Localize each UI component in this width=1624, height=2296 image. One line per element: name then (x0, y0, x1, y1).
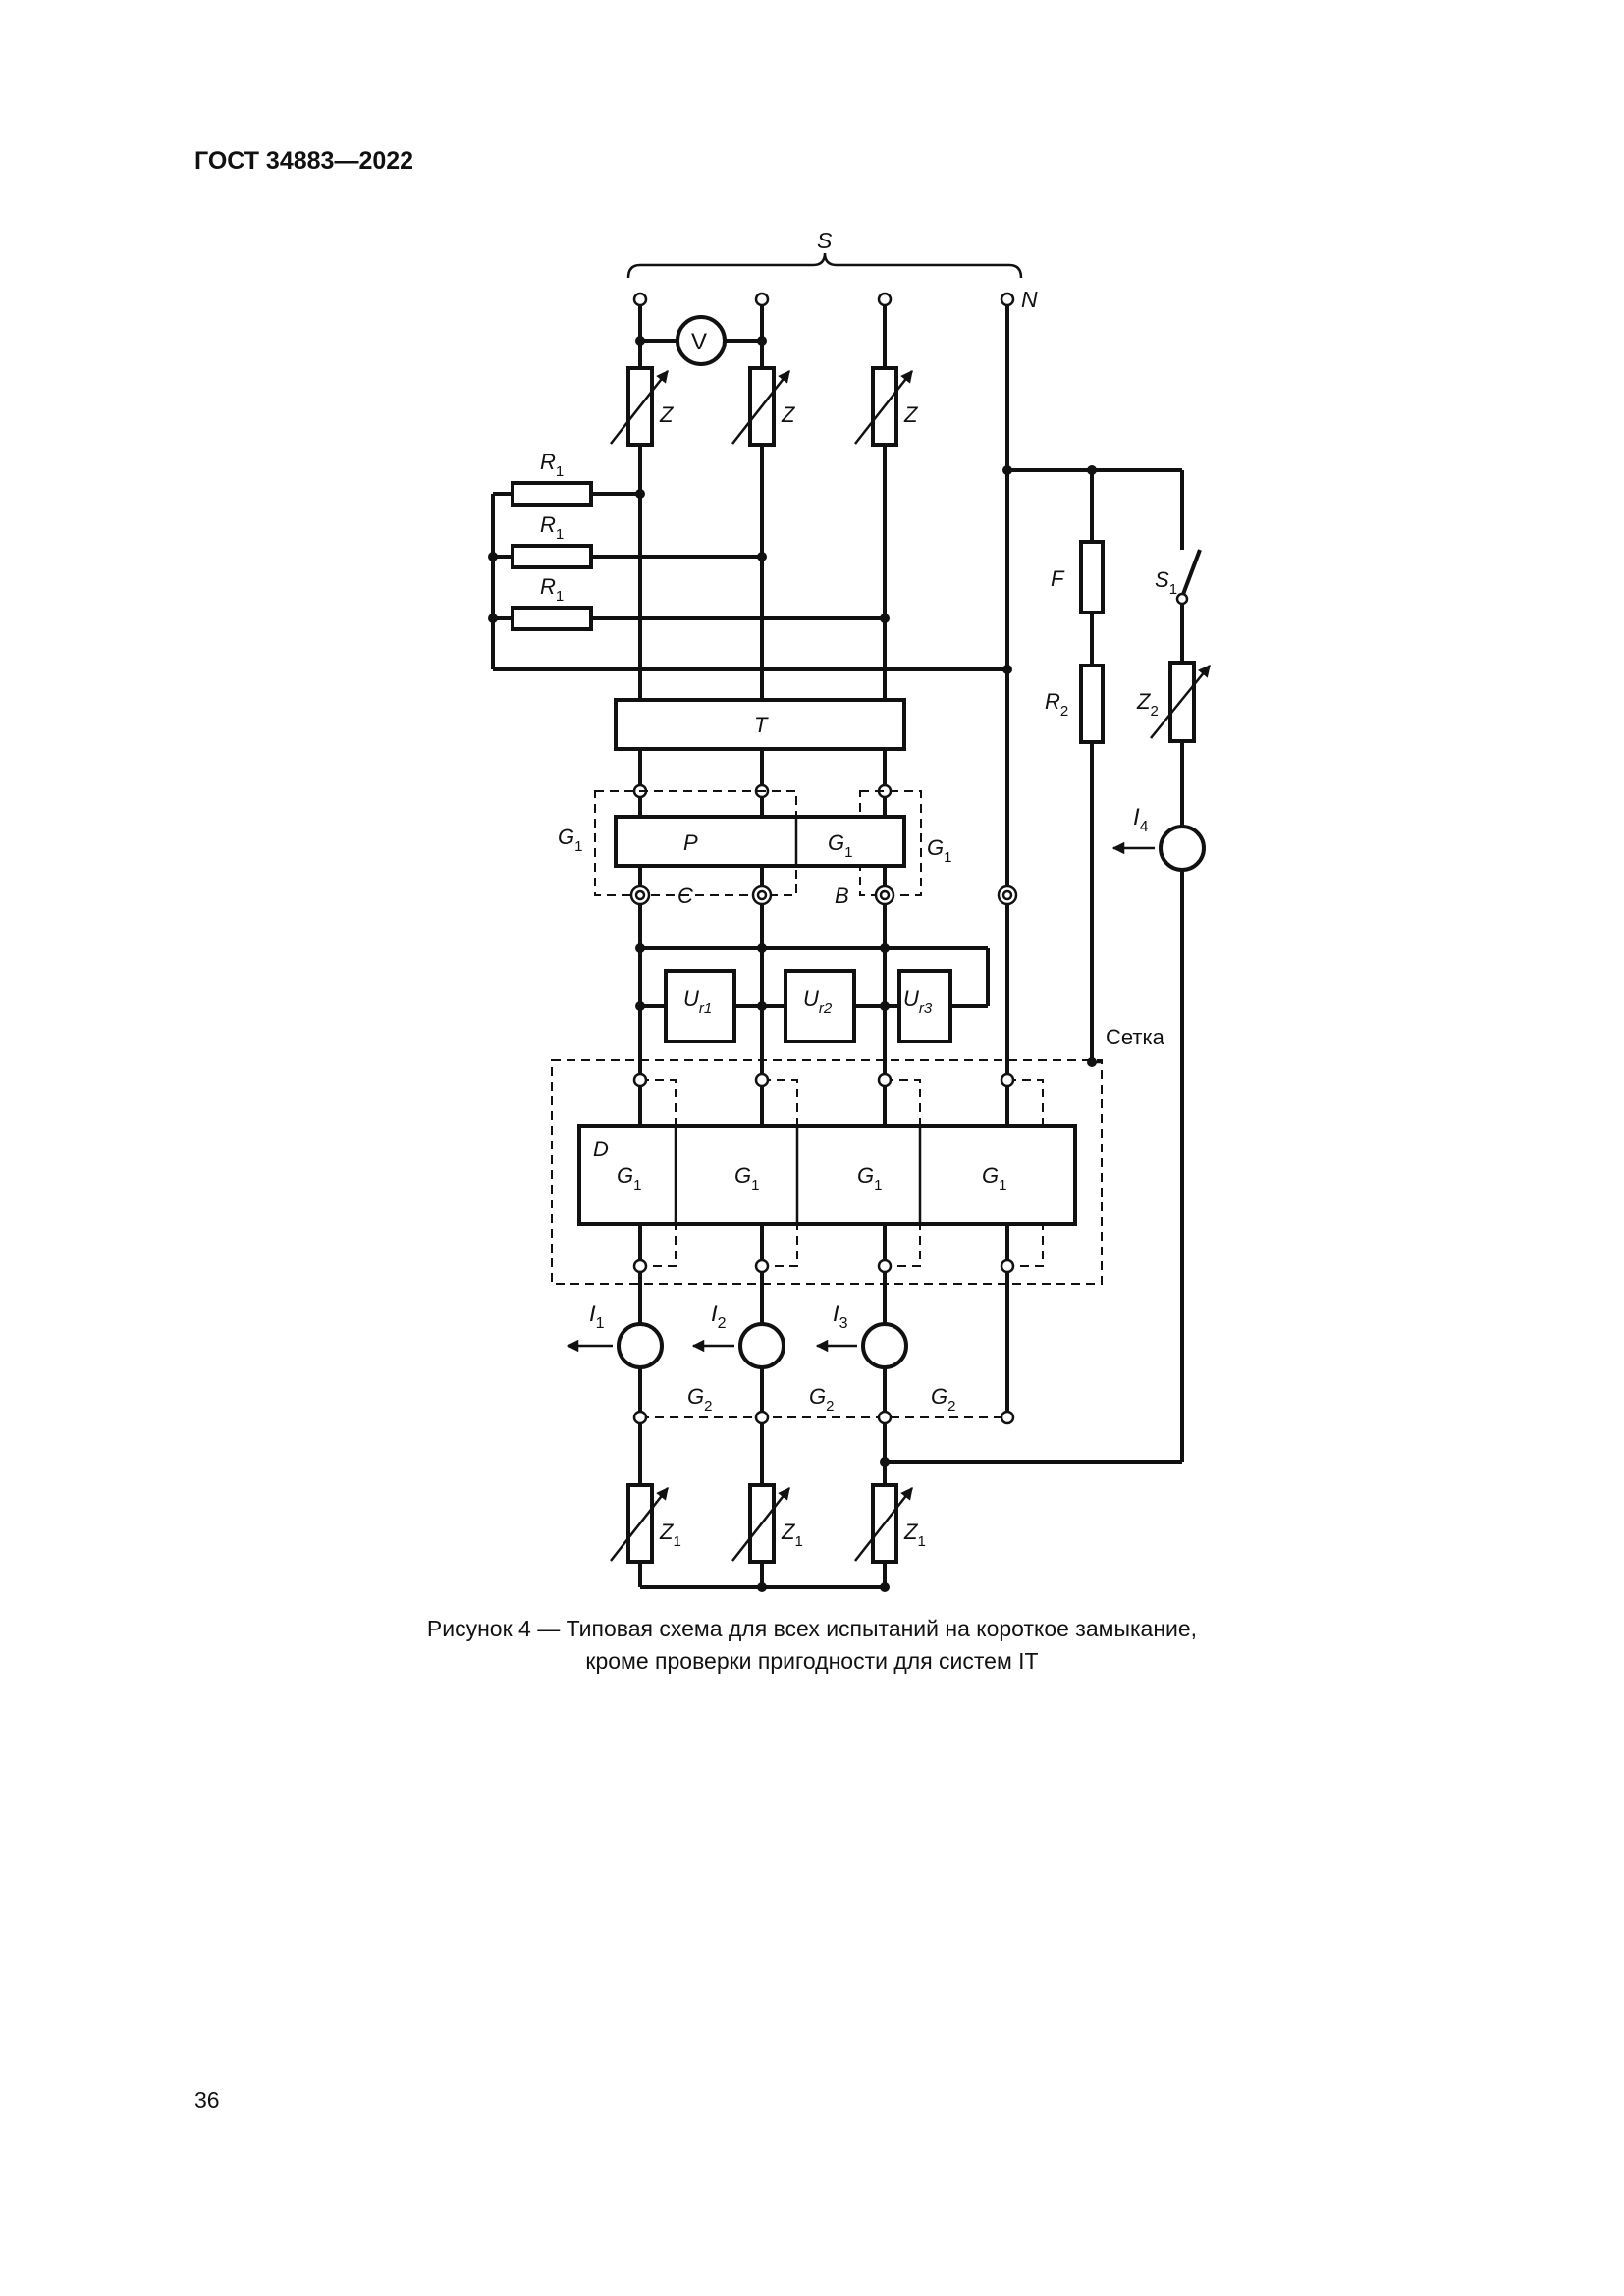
g2-dashed-link: G2 G2 G2 (632, 1384, 1015, 1425)
document-header: ГОСТ 34883—2022 (194, 147, 414, 175)
resistor-network-r1: R1 R1 R1 (488, 450, 1012, 674)
load-impedances-z1: Z1 Z1 Z1 (610, 1483, 926, 1592)
caption-line-2: кроме проверки пригодности для систем IT (585, 1648, 1039, 1674)
r1-label-top: R1 (540, 450, 564, 480)
supply-brace (626, 252, 1023, 279)
svg-text:D: D (593, 1137, 609, 1161)
svg-text:T: T (754, 713, 769, 737)
caption-line-1: Рисунок 4 — Типовая схема для всех испыт… (426, 1616, 1198, 1641)
svg-text:G2: G2 (809, 1384, 834, 1415)
svg-text:G1: G1 (558, 825, 582, 855)
svg-text:Сетка: Сетка (1106, 1025, 1165, 1049)
impedance-z-phase1: Z (610, 366, 675, 447)
enclosure-grid-dashed (551, 1059, 1103, 1285)
svg-text:Z1: Z1 (659, 1520, 681, 1550)
page-number: 36 (194, 2087, 220, 2112)
svg-text:Z2: Z2 (1136, 689, 1159, 720)
svg-text:I3: I3 (833, 1301, 848, 1332)
voltmeter: V (635, 315, 767, 366)
svg-text:Z1: Z1 (781, 1520, 803, 1550)
impedance-z-phase3: Z (854, 366, 919, 447)
svg-text:Ur3: Ur3 (903, 987, 933, 1017)
voltmeter-label: V (691, 329, 707, 355)
svg-text:P: P (683, 830, 698, 855)
svg-text:G1: G1 (982, 1163, 1006, 1194)
voltage-units-ur: Ur1 Ur2 Ur3 (635, 943, 990, 1043)
svg-text:I1: I1 (589, 1301, 605, 1332)
impedance-z-phase2: Z (731, 366, 796, 447)
svg-text:Z: Z (781, 402, 796, 427)
fault-branch: F R2 Сетка S1 Z2 I4 (880, 465, 1211, 1467)
figure-caption: Рисунок 4 — Типовая схема для всех испыт… (0, 1613, 1624, 1678)
svg-text:G1: G1 (857, 1163, 882, 1194)
svg-text:G1: G1 (617, 1163, 641, 1194)
svg-text:Ur1: Ur1 (683, 987, 712, 1017)
svg-text:B: B (835, 883, 849, 908)
connection-terminals: C B (629, 883, 1018, 908)
svg-text:Z: Z (903, 402, 919, 427)
svg-text:Z1: Z1 (903, 1520, 926, 1550)
svg-text:I2: I2 (711, 1301, 727, 1332)
svg-text:S1: S1 (1155, 567, 1177, 598)
neutral-label: N (1021, 287, 1038, 312)
svg-text:Ur2: Ur2 (803, 987, 833, 1017)
r1-label-middle: R1 (540, 512, 564, 543)
protective-device-p: P G1 G1 G1 (558, 790, 951, 896)
svg-text:G2: G2 (687, 1384, 712, 1415)
svg-text:G1: G1 (734, 1163, 759, 1194)
current-sensors-i: I1 I2 I3 (566, 1301, 908, 1369)
transformer-t: T (614, 698, 906, 751)
svg-text:F: F (1051, 566, 1065, 591)
supply-terminals (632, 292, 1015, 307)
svg-text:I4: I4 (1133, 804, 1149, 835)
supply-label: S (817, 228, 833, 253)
device-under-test-d: D G1 G1 G1 G1 (577, 1072, 1077, 1274)
svg-text:C: C (677, 883, 693, 908)
svg-text:R2: R2 (1045, 689, 1068, 720)
svg-text:G2: G2 (931, 1384, 955, 1415)
svg-text:Z: Z (659, 402, 675, 427)
r1-label-bottom: R1 (540, 574, 564, 605)
svg-text:G1: G1 (927, 835, 951, 866)
svg-text:G1: G1 (828, 830, 852, 861)
